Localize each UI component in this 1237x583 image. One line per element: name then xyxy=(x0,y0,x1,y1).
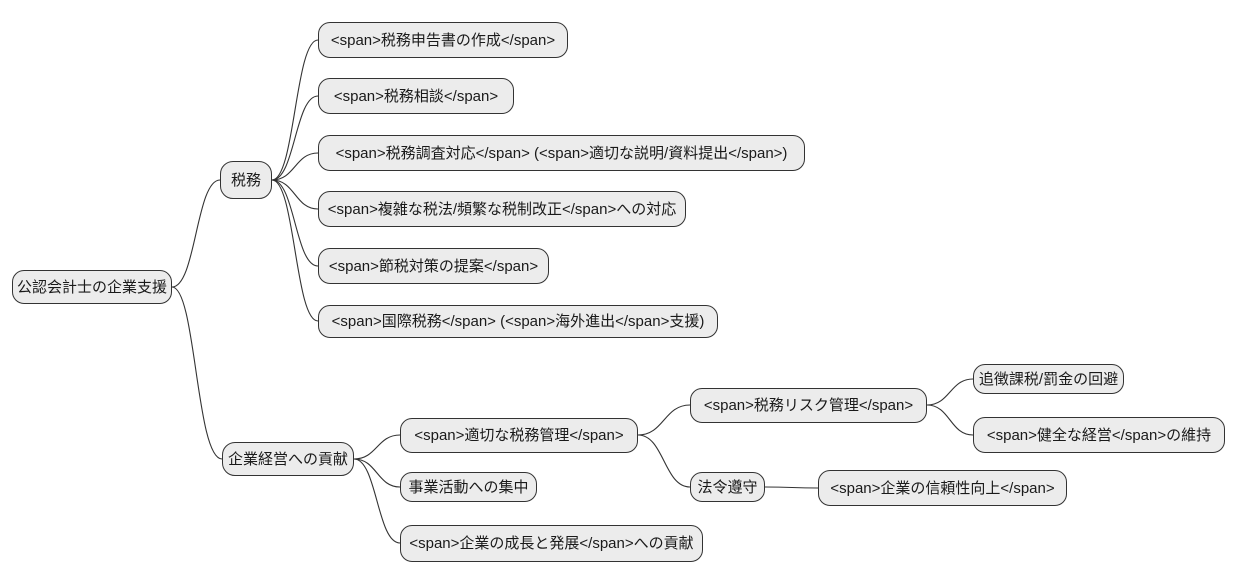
edge-tax-complex-law xyxy=(271,179,319,210)
mindmap-node-growth-contribution: <span>企業の成長と発展</span>への貢献 xyxy=(400,525,703,562)
mindmap-node-tax-audit-response: <span>税務調査対応</span> (<span>適切な説明/資料提出</s… xyxy=(318,135,805,171)
mindmap-node-international-tax: <span>国際税務</span> (<span>海外進出</span>支援) xyxy=(318,305,718,338)
edge-root-business xyxy=(171,286,223,460)
edge-root-tax xyxy=(171,179,221,288)
edge-tax-audit-response xyxy=(271,152,319,181)
edge-business-focus xyxy=(353,458,401,488)
edge-management-compliance xyxy=(637,434,691,488)
mindmap-node-tax-saving-proposal: <span>節税対策の提案</span> xyxy=(318,248,549,284)
mindmap-node-tax-return-preparation: <span>税務申告書の作成</span> xyxy=(318,22,568,58)
mindmap-node-tax-consultation: <span>税務相談</span> xyxy=(318,78,514,114)
edge-risk-penalties xyxy=(926,378,974,406)
mindmap-node-focus-on-business: 事業活動への集中 xyxy=(400,472,537,502)
edge-business-tax-management xyxy=(353,434,401,460)
edge-tax-saving-proposal xyxy=(271,179,319,267)
mindmap-node-proper-tax-management: <span>適切な税務管理</span> xyxy=(400,418,638,453)
edge-risk-sound-management xyxy=(926,404,974,436)
mindmap-node-business-contribution: 企業経営への貢献 xyxy=(222,442,354,476)
mindmap-node-tax: 税務 xyxy=(220,161,272,199)
mindmap-node-tax-risk-management: <span>税務リスク管理</span> xyxy=(690,388,927,423)
mindmap-node-legal-compliance: 法令遵守 xyxy=(690,472,765,502)
mindmap-node-corporate-credibility: <span>企業の信頼性向上</span> xyxy=(818,470,1067,506)
edge-management-risk xyxy=(637,404,691,436)
mindmap-node-sound-management: <span>健全な経営</span>の維持 xyxy=(973,417,1225,453)
edge-business-growth xyxy=(353,458,401,544)
edge-compliance-credibility xyxy=(764,486,819,489)
mindmap-node-avoid-penalties: 追徴課税/罰金の回避 xyxy=(973,364,1124,394)
mindmap-node-complex-tax-law: <span>複雑な税法/頻繁な税制改正</span>への対応 xyxy=(318,191,686,227)
edge-tax-return-preparation xyxy=(271,39,319,181)
edge-tax-consultation xyxy=(271,95,319,181)
mindmap-node-root: 公認会計士の企業支援 xyxy=(12,270,172,304)
edge-tax-international xyxy=(271,179,319,322)
